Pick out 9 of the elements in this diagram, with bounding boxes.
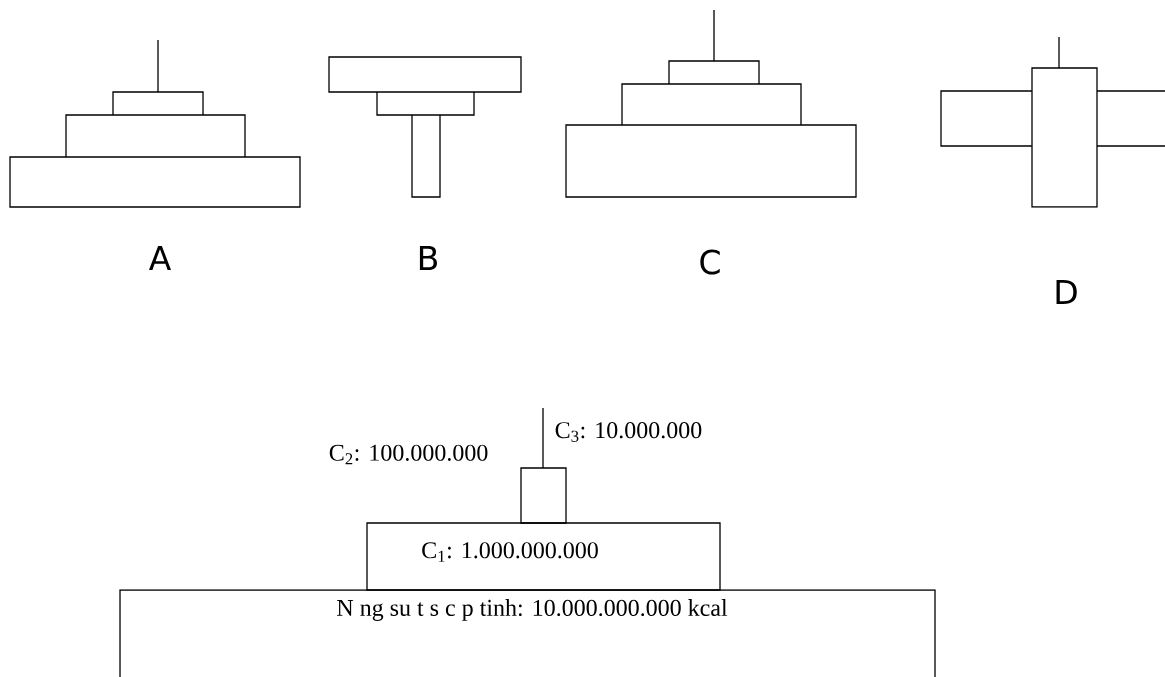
value-label: C$_{2}$: 100.000.000: [329, 444, 488, 465]
pyramid-block: C$_{1}$: 1.000.000.000: [366, 522, 721, 591]
value-label: C$_{3}$: 10.000.000: [555, 422, 702, 442]
option-letter: C: [700, 249, 720, 275]
option-letter: B: [419, 245, 437, 270]
option-letter: D: [1056, 279, 1077, 305]
pyramid-block: [520, 467, 567, 524]
base-block: N ng su t s c p tinh: 10.000.000.000 kcal: [119, 589, 936, 677]
option-letter: A: [148, 245, 171, 270]
